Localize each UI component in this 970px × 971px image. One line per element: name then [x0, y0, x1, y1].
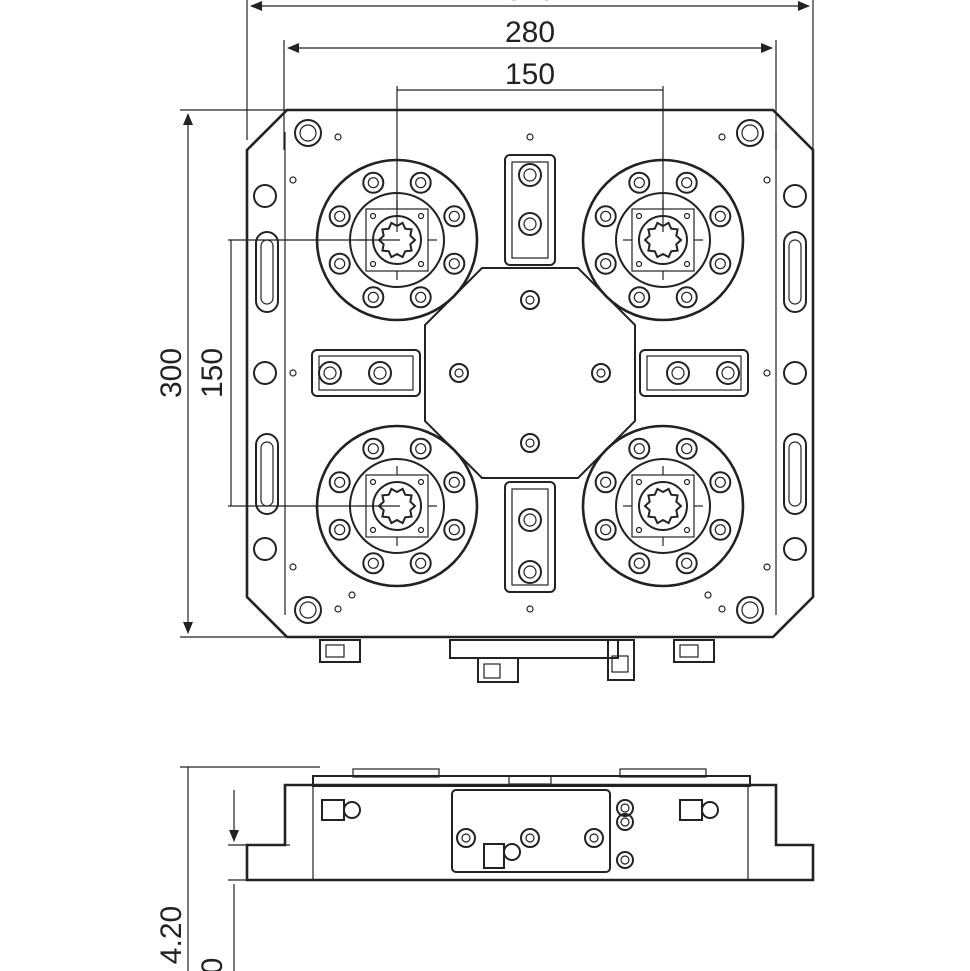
side-cover-plate	[451, 789, 611, 873]
dimension-overall-height: 300	[155, 109, 300, 638]
dimension-inner-width: 280	[283, 16, 777, 150]
chuck-bolt	[709, 205, 732, 228]
chuck-bolt	[362, 171, 385, 194]
small-pin-holes	[289, 133, 771, 613]
clamp-bar-top	[504, 154, 556, 266]
dim-label-center-spacing-horizontal: 150	[505, 58, 555, 91]
chuck-bolt	[594, 518, 617, 541]
chuck-bolt	[594, 252, 617, 275]
chuck-bolt	[709, 252, 732, 275]
dim-label-side-height-a: 4.20	[155, 906, 188, 964]
right-edge-features	[783, 184, 807, 561]
chuck-bolt	[628, 437, 651, 460]
chuck-bolt	[409, 552, 432, 575]
chuck-bolt	[409, 437, 432, 460]
top-view	[245, 108, 815, 683]
chuck-bolt	[594, 205, 617, 228]
base-plate-outline	[245, 108, 815, 639]
chuck-bolt	[675, 437, 698, 460]
chuck-bolt	[443, 518, 466, 541]
side-profile-outline	[245, 783, 815, 882]
dimension-overall-width: 320	[246, 0, 814, 160]
chuck-bolt	[675, 286, 698, 309]
chuck-bolt	[628, 171, 651, 194]
chuck-module-bottom-left	[315, 424, 479, 588]
chuck-bolt	[362, 437, 385, 460]
clamp-bar-right	[639, 349, 749, 397]
chuck-bolt	[709, 518, 732, 541]
chuck-bolt	[675, 552, 698, 575]
chuck-bolt	[409, 286, 432, 309]
dimension-center-spacing-horizontal: 150	[396, 58, 664, 232]
chuck-bolt	[628, 286, 651, 309]
dim-label-overall-height: 300	[155, 348, 188, 398]
chuck-module-bottom-right	[581, 424, 745, 588]
chuck-module-top-left	[315, 158, 479, 322]
chuck-bolt	[328, 252, 351, 275]
clamp-bar-bottom	[504, 481, 556, 593]
side-view: 4.20 0	[155, 766, 815, 971]
chuck-bolt	[594, 471, 617, 494]
bottom-fittings	[319, 639, 715, 683]
dim-label-center-spacing-vertical: 150	[196, 348, 229, 398]
chuck-bolt	[328, 471, 351, 494]
chuck-bolt	[443, 471, 466, 494]
dim-label-inner-width: 280	[505, 16, 555, 49]
dimension-center-spacing-vertical: 150	[196, 239, 400, 507]
left-edge-features	[253, 184, 279, 561]
chuck-bolt	[628, 552, 651, 575]
chuck-bolt	[362, 286, 385, 309]
corner-holes	[294, 119, 764, 624]
center-bolts	[449, 290, 611, 453]
chuck-bolt	[328, 518, 351, 541]
chuck-bolt	[443, 205, 466, 228]
dim-label-overall-width: 320	[505, 0, 555, 7]
dim-label-side-height-b: 0	[196, 958, 229, 971]
clamp-bar-left	[311, 349, 421, 397]
chuck-bolt	[328, 205, 351, 228]
chuck-bolt	[443, 252, 466, 275]
chuck-bolt	[675, 171, 698, 194]
chuck-bolt	[362, 552, 385, 575]
chuck-bolt	[709, 471, 732, 494]
chuck-bolt	[409, 171, 432, 194]
chuck-module-top-right	[581, 158, 745, 322]
